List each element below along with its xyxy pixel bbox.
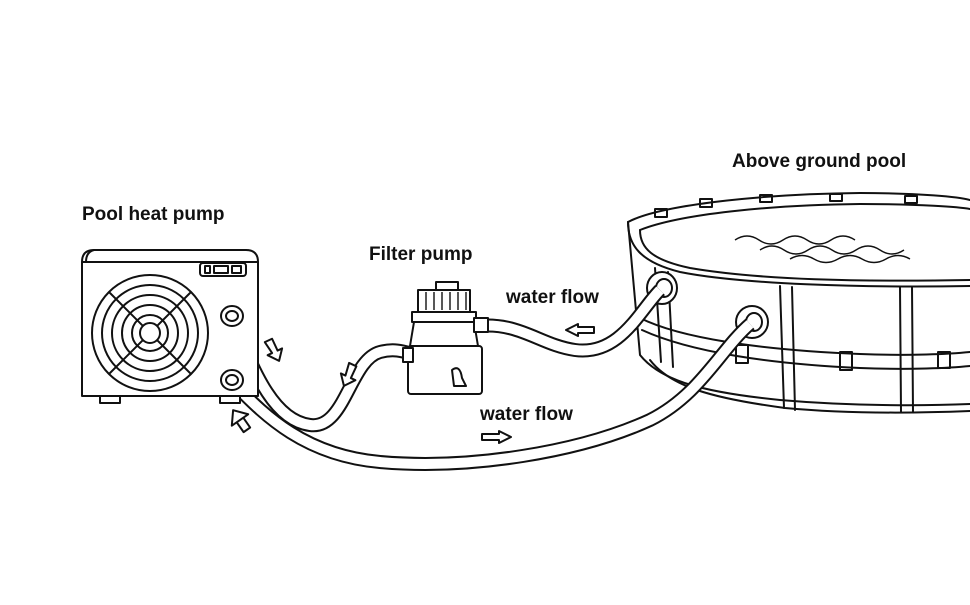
hose-filter-to-pool	[477, 285, 666, 358]
above-ground-pool	[627, 192, 970, 414]
filter-pump-label: Filter pump	[369, 244, 473, 265]
flow-arrow-icon	[230, 323, 595, 444]
heat-pump-label: Pool heat pump	[82, 204, 225, 225]
filter-pump	[402, 281, 489, 395]
fan-icon	[91, 274, 209, 392]
pool-label: Above ground pool	[732, 151, 907, 172]
water-flow-label-lower: water flow	[480, 404, 573, 425]
water-flow-label-upper: water flow	[506, 287, 599, 308]
hose-heatpump-to-pool	[227, 318, 755, 471]
pool-heat-pump	[81, 249, 259, 404]
display-panel-icon	[199, 262, 247, 277]
